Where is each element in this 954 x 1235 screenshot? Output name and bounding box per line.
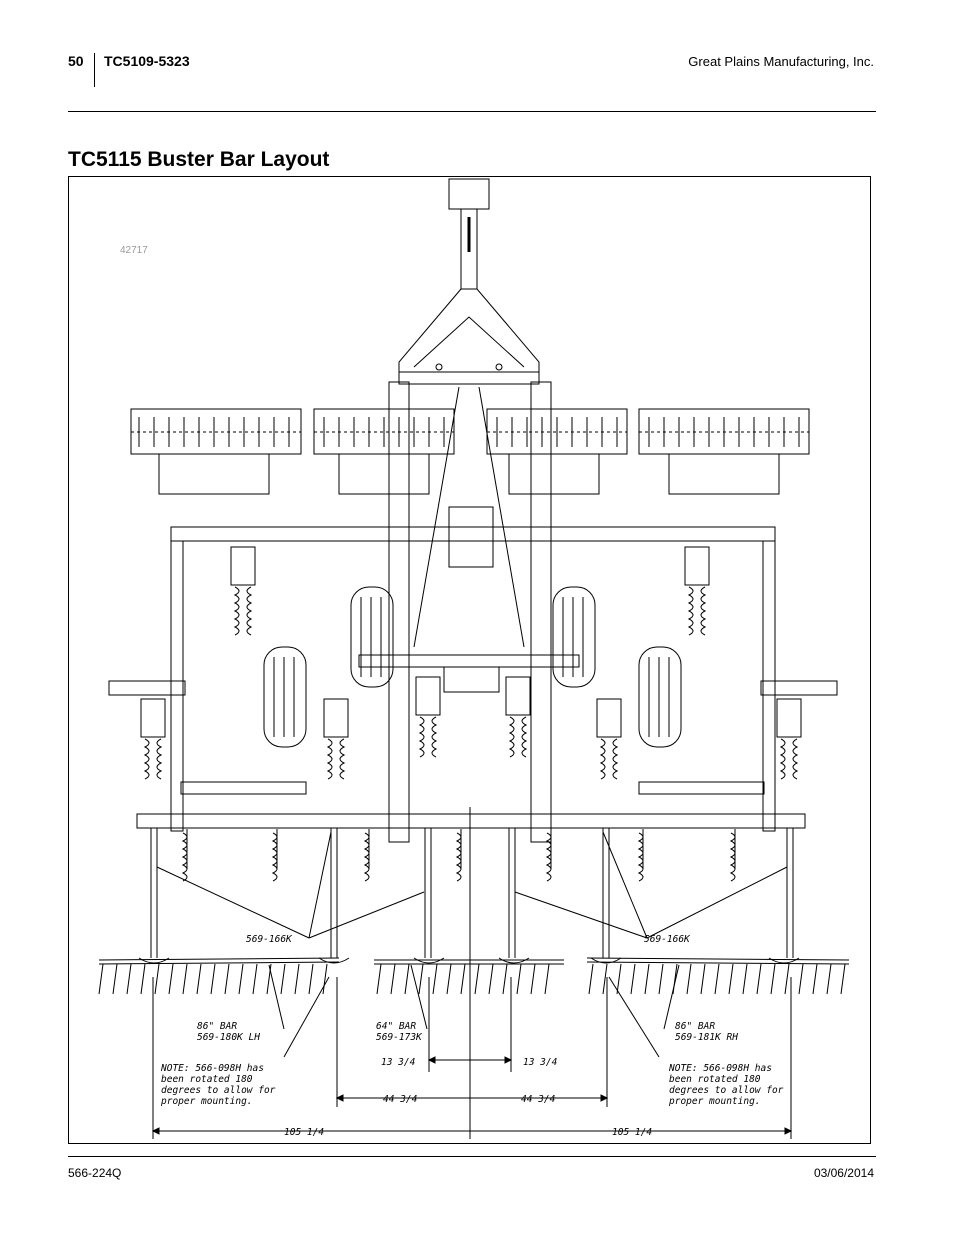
dim-inner-right: 13 3/4 bbox=[523, 1057, 558, 1068]
note-right-line-2: been rotated 180 bbox=[669, 1074, 761, 1085]
dim-outer-right: 105 1/4 bbox=[612, 1127, 652, 1138]
dimension-lines bbox=[151, 807, 793, 1139]
dim-mid-left: 44 3/4 bbox=[383, 1094, 418, 1105]
upper-baskets bbox=[130, 408, 810, 495]
side-lights bbox=[108, 680, 838, 696]
label-part-right: 569-166K bbox=[644, 934, 691, 945]
header-doc-number: TC5109-5323 bbox=[104, 53, 190, 69]
label-bar-center-1: 64" BAR bbox=[376, 1021, 416, 1032]
figure-id: 42717 bbox=[120, 245, 148, 256]
label-bar-right-2: 569-181K RH bbox=[675, 1032, 738, 1043]
header-page-number: 50 bbox=[68, 53, 84, 69]
note-right-line-3: degrees to allow for bbox=[669, 1085, 784, 1096]
label-part-left: 569-166K bbox=[246, 934, 293, 945]
hitch-tongue bbox=[398, 178, 540, 385]
footer-doc-code: 566-224Q bbox=[68, 1166, 122, 1180]
header-company: Great Plains Manufacturing, Inc. bbox=[688, 54, 874, 69]
note-left-line-3: degrees to allow for bbox=[161, 1085, 276, 1096]
leader-lines bbox=[156, 831, 788, 1058]
dim-outer-left: 105 1/4 bbox=[284, 1127, 324, 1138]
main-frame bbox=[170, 381, 776, 843]
note-right-line-4: proper mounting. bbox=[668, 1096, 761, 1107]
figure-frame: 42717 bbox=[68, 176, 871, 1144]
dim-mid-right: 44 3/4 bbox=[521, 1094, 556, 1105]
label-bar-center-2: 569-173K bbox=[376, 1032, 423, 1043]
buster-arms bbox=[150, 828, 794, 958]
footer-date: 03/06/2014 bbox=[813, 1166, 874, 1180]
page-title: TC5115 Buster Bar Layout bbox=[68, 148, 330, 171]
note-left-line-1: NOTE: 566-098H has bbox=[160, 1063, 264, 1074]
header-divider bbox=[94, 53, 95, 87]
buster-bar-drawing: 569-166K 569-166K 86" BAR 569-180K LH 64… bbox=[98, 178, 850, 1139]
shank-springs bbox=[140, 546, 802, 780]
drawing-labels: 569-166K 569-166K 86" BAR 569-180K LH 64… bbox=[160, 934, 784, 1138]
label-bar-right-1: 86" BAR bbox=[675, 1021, 715, 1032]
header-rule bbox=[68, 111, 876, 112]
dim-inner-left: 13 3/4 bbox=[381, 1057, 416, 1068]
label-bar-left-1: 86" BAR bbox=[197, 1021, 237, 1032]
footer-rule bbox=[68, 1156, 876, 1157]
label-bar-left-2: 569-180K LH bbox=[197, 1032, 260, 1043]
note-left-line-2: been rotated 180 bbox=[161, 1074, 253, 1085]
note-left-line-4: proper mounting. bbox=[160, 1096, 253, 1107]
note-right-line-1: NOTE: 566-098H has bbox=[668, 1063, 772, 1074]
rear-bar bbox=[136, 813, 806, 882]
gauge-wheels bbox=[263, 586, 682, 748]
buster-bars bbox=[98, 957, 850, 995]
